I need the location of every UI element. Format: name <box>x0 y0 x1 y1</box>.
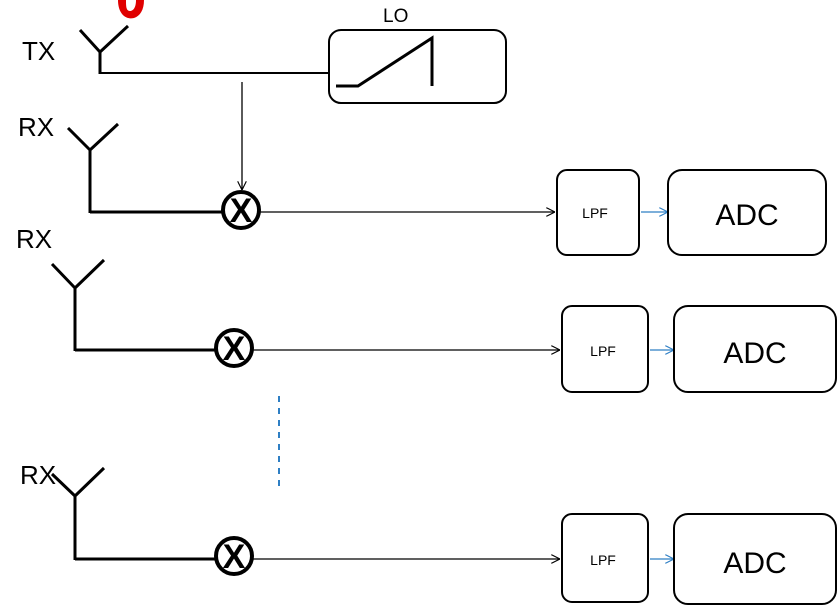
svg-text:X: X <box>223 538 246 576</box>
svg-text:X: X <box>223 330 246 368</box>
rx-antenna-icon <box>66 122 120 213</box>
adc-label: ADC <box>715 199 778 232</box>
lpf-block <box>561 513 649 603</box>
rx-chain-2: RX X LPF ADC <box>16 224 837 393</box>
adc-block <box>673 513 837 605</box>
lo-label: LO <box>383 6 408 27</box>
rx-chain-3: RX X LPF ADC <box>20 460 837 605</box>
rx-label: RX <box>18 112 54 142</box>
mixer-icon: X <box>214 328 254 368</box>
lpf-block <box>561 305 649 393</box>
adc-block <box>673 305 837 393</box>
lpf-label: LPF <box>590 552 616 568</box>
adc-label: ADC <box>723 547 786 580</box>
lpf-block <box>556 169 640 256</box>
tx-antenna-icon <box>78 24 130 74</box>
adc-label: ADC <box>723 337 786 370</box>
tx-label: TX <box>22 36 55 66</box>
sawtooth-chirp-icon <box>336 35 434 88</box>
lpf-label: LPF <box>590 343 616 359</box>
rx-antenna-icon <box>50 466 106 560</box>
mixer-icon: X <box>214 536 254 576</box>
partial-heading-fragment <box>118 0 144 19</box>
mixer-icon: X <box>221 190 261 230</box>
rx-chain-1: RX X LPF ADC <box>18 112 827 256</box>
rx-label: RX <box>20 460 56 490</box>
rx-label: RX <box>16 224 52 254</box>
rx-antenna-icon <box>50 258 106 351</box>
adc-block <box>667 169 827 256</box>
lo-block <box>328 29 507 104</box>
lpf-label: LPF <box>582 205 608 221</box>
svg-text:X: X <box>230 192 253 230</box>
